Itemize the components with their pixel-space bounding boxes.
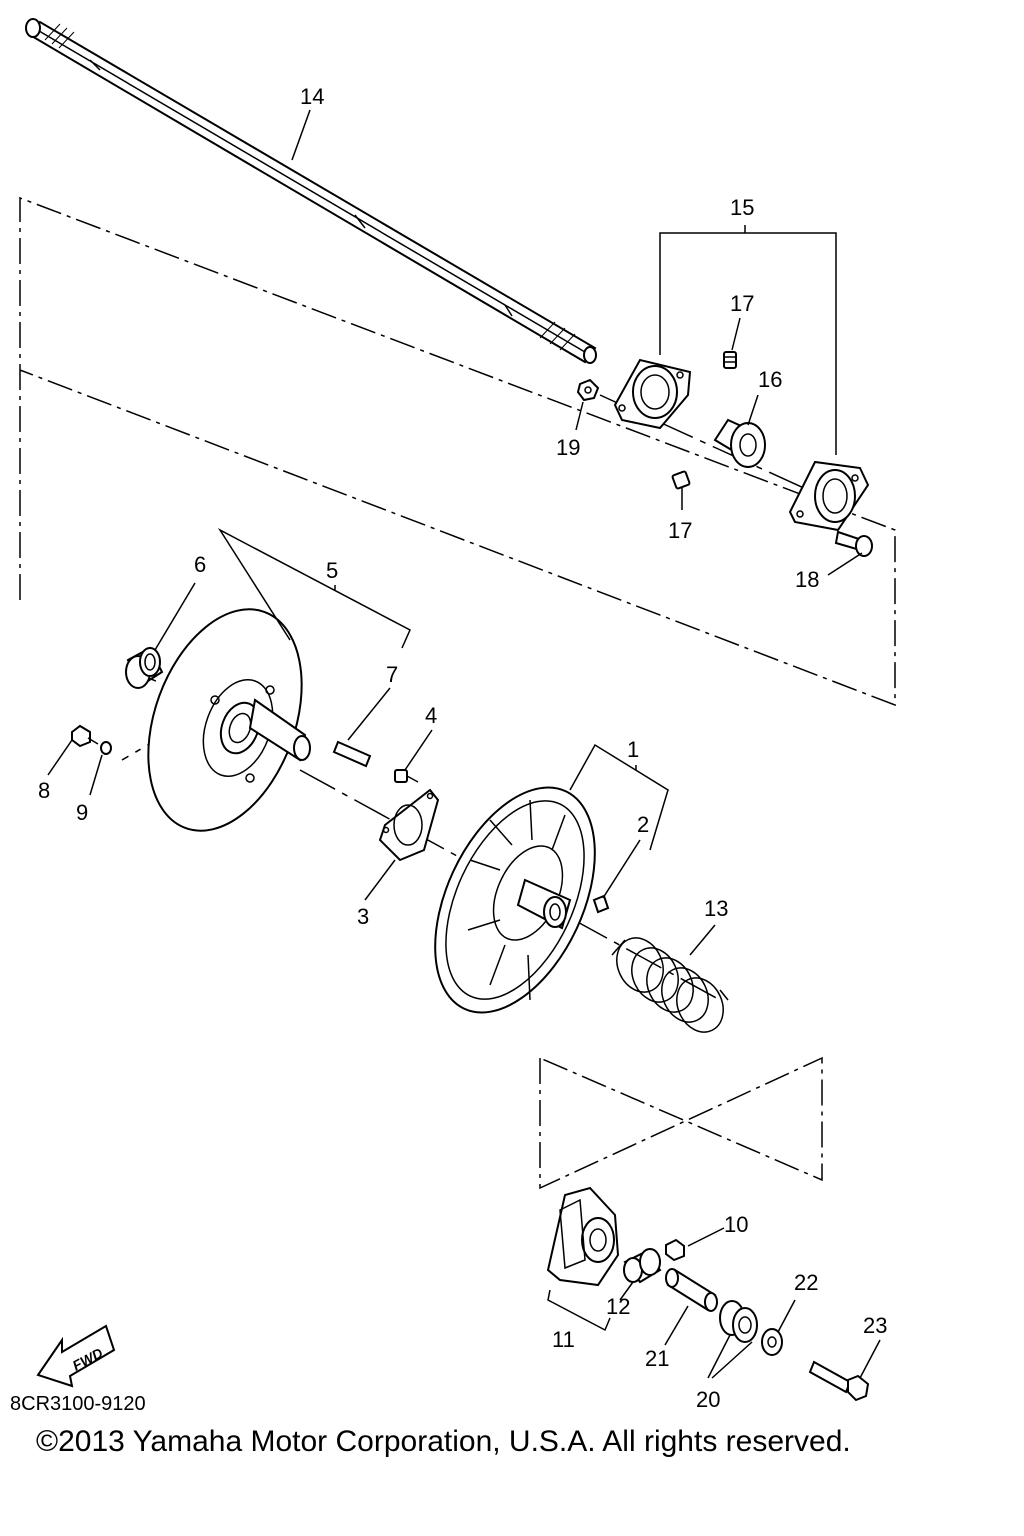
shaft-bearing — [713, 418, 766, 468]
set-screw-upper — [723, 351, 737, 369]
callout-16: 16 — [758, 367, 782, 392]
washer — [100, 741, 112, 755]
callout-labels: 14 15 17 16 19 17 18 6 5 7 4 8 9 1 2 3 1… — [38, 84, 887, 1412]
fixed-sheave — [147, 608, 311, 832]
callout-3: 3 — [357, 904, 369, 929]
center-bolt — [808, 1360, 870, 1402]
callout-10: 10 — [724, 1212, 748, 1237]
spacer-ring — [125, 646, 164, 689]
callout-19: 19 — [556, 435, 580, 460]
cam-screw — [592, 894, 610, 914]
flange-nut — [576, 378, 600, 402]
callout-11: 11 — [552, 1327, 575, 1352]
callout-20: 20 — [696, 1387, 720, 1412]
callout-15: 15 — [730, 195, 754, 220]
movable-sheave — [434, 786, 596, 1014]
gasket-plate — [378, 788, 440, 862]
callout-4: 4 — [425, 703, 437, 728]
callout-5: 5 — [326, 558, 338, 583]
sheave-bolt — [71, 724, 99, 748]
forward-direction-arrow-icon: FWD — [36, 1324, 116, 1388]
sleeve — [665, 1268, 718, 1312]
spring-cam — [546, 1186, 620, 1287]
callout-6: 6 — [194, 552, 206, 577]
bearing-housing-flange-rear — [788, 460, 870, 532]
torque-spring — [611, 937, 729, 1033]
collar-pair — [719, 1300, 758, 1343]
end-washer — [761, 1328, 783, 1356]
callout-14: 14 — [300, 84, 324, 109]
callout-2: 2 — [637, 812, 649, 837]
leader-lines — [47, 109, 881, 1379]
cam-nut — [665, 1238, 685, 1262]
callout-18: 18 — [795, 567, 819, 592]
bushing — [623, 1248, 662, 1284]
callout-8: 8 — [38, 778, 50, 803]
flange-bolt — [834, 530, 873, 557]
driven-shaft — [25, 18, 597, 364]
screw — [394, 769, 419, 783]
callout-1: 1 — [627, 737, 639, 762]
set-screw-lower — [671, 470, 691, 490]
callout-17-lower: 17 — [668, 518, 692, 543]
callout-21: 21 — [645, 1346, 669, 1371]
callout-13: 13 — [704, 896, 728, 921]
callout-7: 7 — [386, 662, 398, 687]
callout-23: 23 — [863, 1313, 887, 1338]
copyright-notice: ©2013 Yamaha Motor Corporation, U.S.A. A… — [36, 1425, 851, 1458]
catalog-code: 8CR3100-9120 — [10, 1393, 146, 1415]
callout-17-upper: 17 — [730, 291, 754, 316]
guide-pin — [332, 740, 372, 768]
callout-9: 9 — [76, 800, 88, 825]
callout-12: 12 — [606, 1294, 630, 1319]
bearing-housing-flange-front — [613, 358, 692, 430]
assembly-frame-lines — [19, 196, 896, 1190]
callout-22: 22 — [794, 1270, 818, 1295]
